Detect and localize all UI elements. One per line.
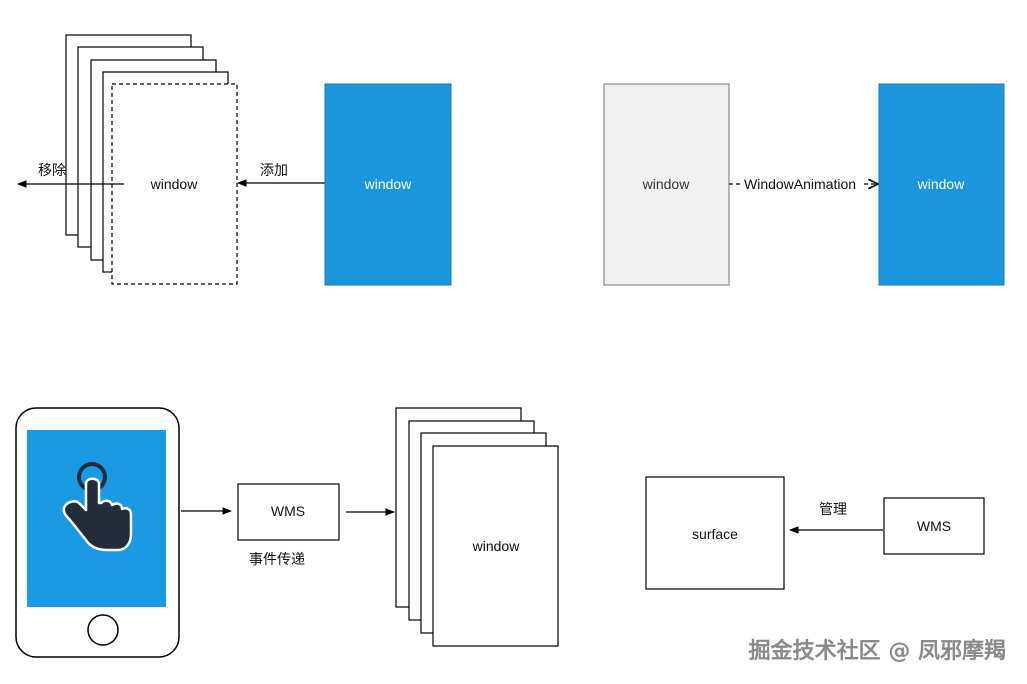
window-stack-top: window — [65, 34, 238, 285]
wms-box-left — [237, 483, 340, 541]
phone — [15, 407, 180, 658]
home-button-icon — [87, 614, 119, 646]
animation-label: WindowAnimation — [744, 176, 856, 192]
watermark: 掘金技术社区 @ 凤邪摩羯 — [749, 638, 1006, 664]
stack-window-label: window — [150, 176, 199, 192]
dashed-window-card — [111, 83, 238, 285]
source-window-box — [324, 83, 452, 286]
source-window-label: window — [364, 176, 413, 192]
add-label: 添加 — [260, 163, 288, 179]
surface-box — [645, 476, 785, 590]
event-label: 事件传递 — [249, 552, 305, 568]
wms-label-left: WMS — [271, 503, 305, 519]
manage-label: 管理 — [819, 502, 847, 518]
wms-box-right — [883, 497, 985, 555]
surface-label: surface — [692, 526, 738, 542]
hand-pointer-icon — [62, 462, 133, 552]
wms-label-right: WMS — [917, 518, 951, 534]
to-window-label: window — [917, 176, 966, 192]
window-stack-bottom: window — [395, 407, 559, 647]
remove-label: 移除 — [38, 163, 66, 179]
stack-card-b4 — [432, 445, 559, 647]
from-window-label: window — [642, 176, 691, 192]
bottom-window-label: window — [472, 538, 521, 554]
from-window-box — [603, 83, 730, 286]
to-window-box — [878, 83, 1005, 286]
